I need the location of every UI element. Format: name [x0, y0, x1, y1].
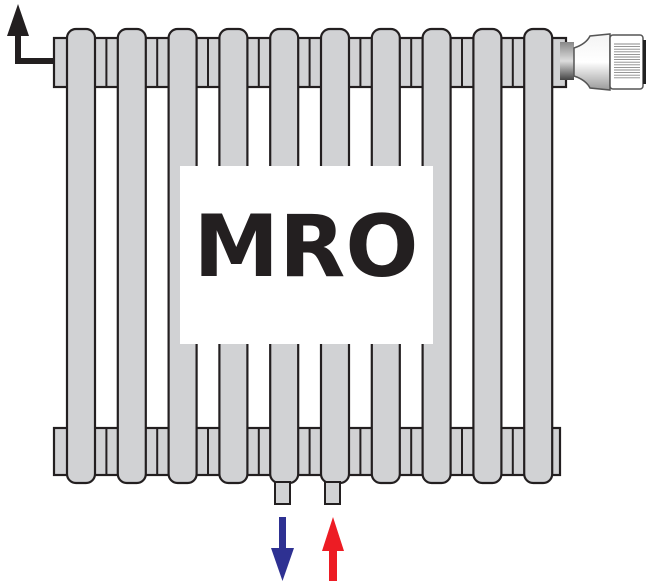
model-label-panel: [180, 166, 433, 344]
return-flow-arrow-icon: [271, 517, 294, 581]
vent-outlet-arrow-icon: [7, 4, 54, 64]
supply-pipe-stub: [324, 481, 341, 505]
header-seams: [105, 38, 514, 475]
supply-flow-arrow-icon: [322, 517, 344, 581]
radiator-column: [523, 27, 554, 485]
return-pipe-stub: [274, 481, 291, 505]
radiator-column: [116, 27, 147, 485]
radiator-column: [65, 27, 97, 485]
model-label: MRO: [194, 197, 419, 297]
radiator-column: [472, 27, 503, 485]
thermostatic-valve-icon: [560, 33, 646, 91]
